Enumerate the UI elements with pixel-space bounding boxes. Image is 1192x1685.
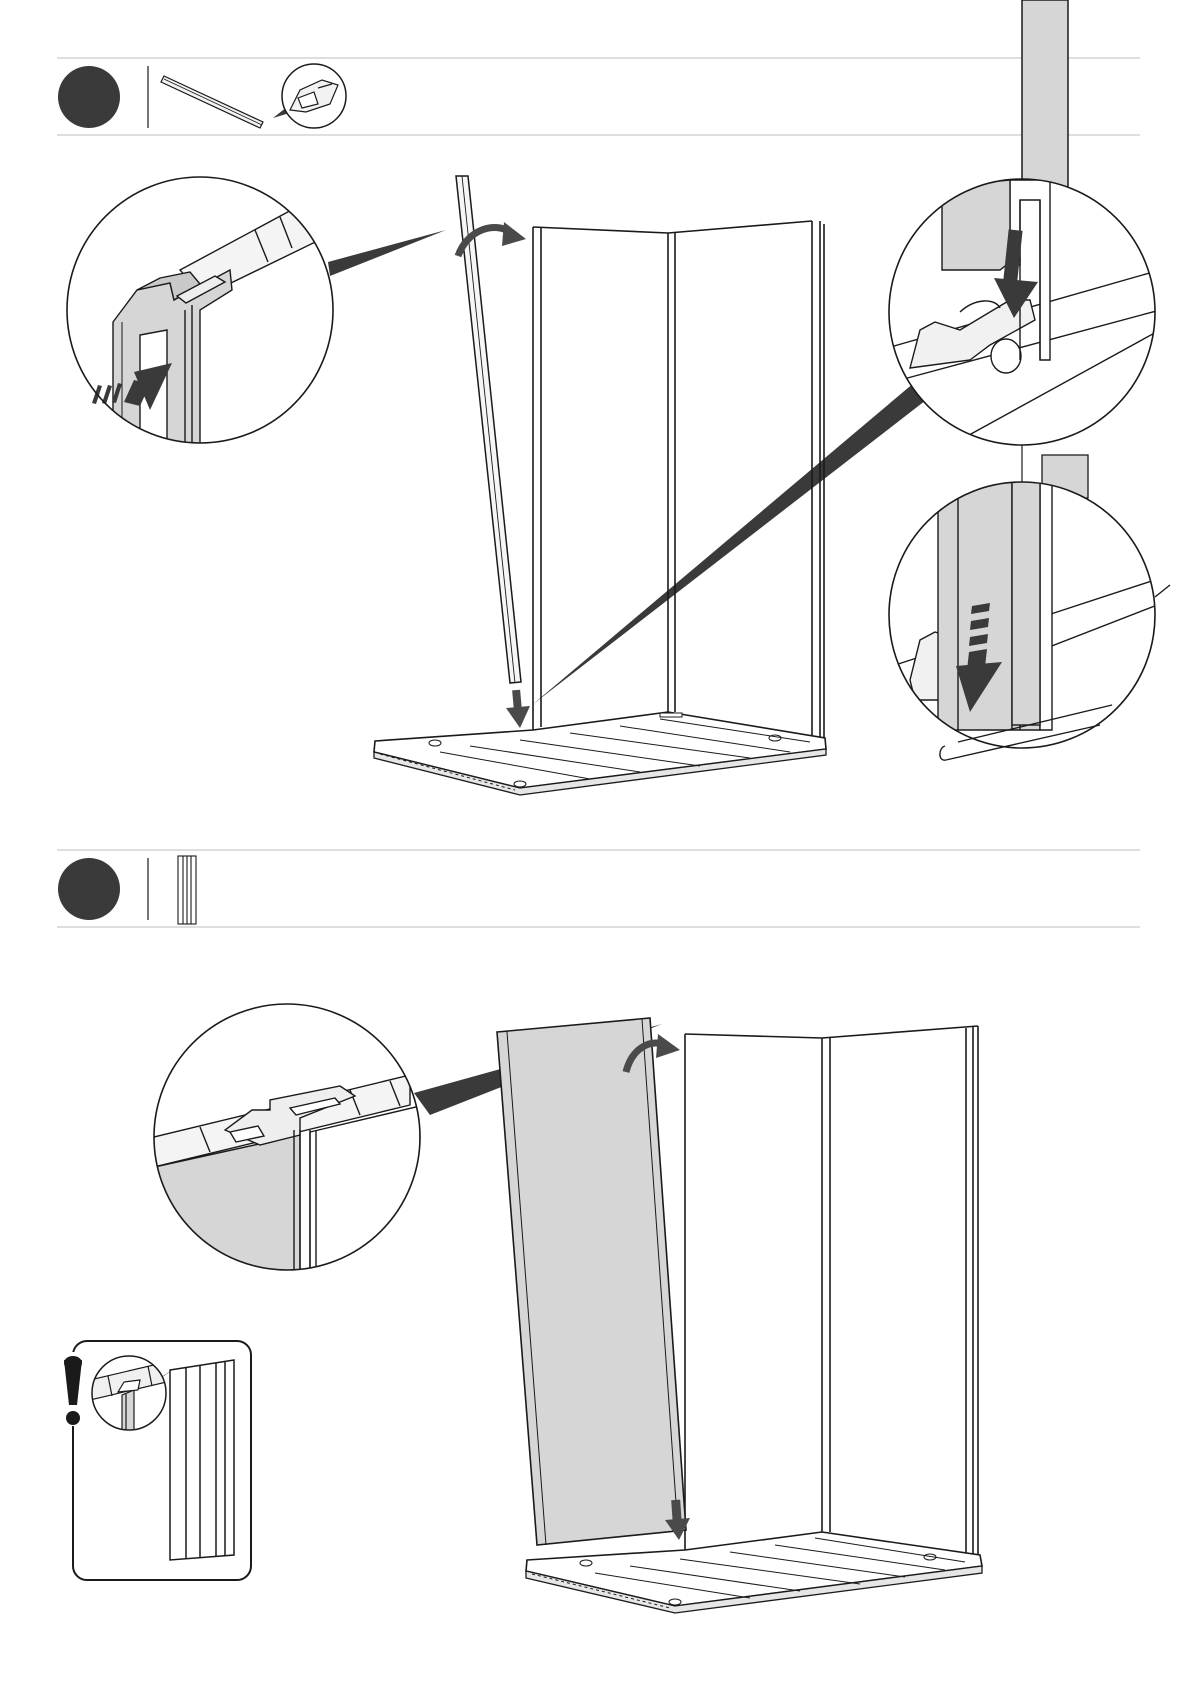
- step-a-header: [57, 58, 1140, 135]
- step-a-number-badge: [58, 66, 120, 128]
- profile-cross-section-icon: [273, 64, 346, 128]
- warning-panel-drawing: [170, 1360, 234, 1560]
- floor-base-b: [526, 1532, 982, 1613]
- panel-orientation-warning: [57, 1341, 251, 1580]
- long-connector-profile-icon: [161, 76, 263, 128]
- exclamation-icon: [57, 1352, 89, 1426]
- step-b-scene: [414, 1018, 982, 1613]
- corner-wall-frame: [533, 221, 824, 738]
- step-b-header: [57, 850, 1140, 927]
- floor-base: [374, 712, 826, 795]
- panel-slot-detail: [150, 1004, 420, 1280]
- rotate-arrow-head-b: [656, 1034, 680, 1058]
- callout-wedge-a1: [328, 230, 446, 276]
- wall-panel-icon: [178, 856, 196, 924]
- connector-profile-leaning: [456, 176, 521, 683]
- rotate-arrow-head: [502, 222, 526, 246]
- callout-wedge-a2: [532, 382, 930, 705]
- connector-slide-in-detail: [67, 177, 340, 460]
- step-b-number-badge: [58, 858, 120, 920]
- down-arrow-icon: [506, 690, 530, 728]
- step-a-scene: [328, 176, 930, 795]
- wall-panel-leaning: [497, 1018, 686, 1545]
- clip-engagement-detail: [880, 179, 1160, 445]
- corner-wall-frame-b: [685, 1026, 978, 1556]
- connector-push-down-detail: [880, 480, 1170, 748]
